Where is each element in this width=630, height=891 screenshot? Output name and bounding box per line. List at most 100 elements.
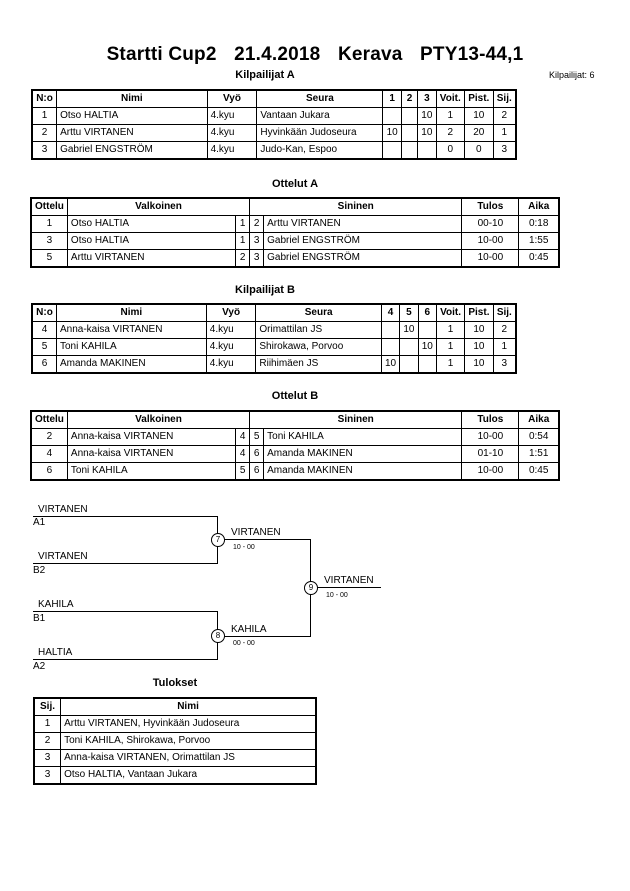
table-cell-club: Judo-Kan, Espoo [256,141,384,160]
table-cell-no: 6 [31,355,57,374]
table-cell-name: Gabriel ENGSTRÖM [56,141,208,160]
column-header: Sij. [492,303,517,322]
match-number-badge: 9 [304,581,318,595]
table-cell-result: 10-00 [461,428,520,446]
table-cell-time: 1:55 [518,232,560,250]
column-header: Nimi [55,303,207,322]
bracket-entrant-pool: B2 [33,565,46,576]
event-place: Kerava [337,44,403,65]
table-cell-s3: 10 [417,124,437,142]
bracket-entrant-name: VIRTANEN [38,551,88,562]
table-cell-club: Riihimäen JS [255,355,382,374]
bracket-line [33,611,218,612]
column-header: Nimi [60,697,317,716]
column-header: Valkoinen [66,197,251,216]
column-header: 6 [417,303,437,322]
results-header: Sij.Nimi [33,697,317,716]
bracket-entrant-pool: A1 [33,517,46,528]
column-header: Voit. [435,89,465,108]
table-cell-name: Otso HALTIA [56,107,208,125]
table-cell-bn: 2 [249,215,265,233]
table-cell-place: 1 [492,124,517,142]
event-name: Startti Cup2 [106,44,217,65]
table-cell-white: Anna-kaisa VIRTANEN [66,428,237,446]
matches-b-title: Ottelut B [271,390,319,402]
column-header: Valkoinen [66,410,251,429]
bracket-line [218,539,311,540]
table-cell-time: 0:18 [518,215,560,233]
table-cell-s3: 10 [417,338,437,356]
table-cell-blue: Gabriel ENGSTRÖM [263,232,463,250]
table-cell-wins: 0 [435,141,465,160]
table-cell-belt: 4.kyu [206,141,258,160]
table-cell-white: Toni KAHILA [66,462,237,481]
participant-count: Kilpailijat: 6 [549,70,595,80]
table-cell-match: 5 [30,249,68,268]
table-cell-blue: Amanda MAKINEN [263,445,463,463]
table-cell-s1 [382,141,402,160]
table-cell-wins: 2 [435,124,465,142]
column-header: Aika [518,410,560,429]
table-cell-white: Anna-kaisa VIRTANEN [66,445,237,463]
match-number-badge: 8 [211,629,225,643]
column-header: Pist. [464,303,494,322]
column-header: Sij. [492,89,517,108]
semifinal-score: 00 - 00 [233,640,255,647]
result-name: Otso HALTIA, Vantaan Jukara [60,766,317,785]
bracket-line [33,563,218,564]
column-header: 1 [382,89,402,108]
table-cell-place: 2 [492,107,517,125]
column-header: Ottelu [30,197,68,216]
bracket-line [33,516,218,517]
table-cell-club: Orimattilan JS [255,321,382,339]
table-cell-white: Otso HALTIA [66,232,237,250]
final-score: 10 - 00 [326,592,348,599]
table-cell-name: Amanda MAKINEN [55,355,207,374]
table-cell-wins: 1 [435,107,465,125]
column-header: Vyö [206,89,258,108]
table-cell-match: 4 [30,445,68,463]
column-header: Voit. [435,303,466,322]
column-header: 3 [417,89,437,108]
table-cell-s1 [382,107,402,125]
table-cell-no: 2 [31,124,58,142]
semifinal-winner: VIRTANEN [231,527,281,538]
bracket-entrant-pool: B1 [33,613,46,624]
table-cell-match: 2 [30,428,68,446]
table-cell-s1: 10 [380,355,401,374]
pool-b-title: Kilpailijat B [235,284,295,296]
table-cell-club: Vantaan Jukara [256,107,384,125]
table-cell-s3 [417,141,437,160]
table-cell-s2 [400,141,419,160]
table-cell-points: 10 [464,355,494,374]
column-header: N:o [31,89,58,108]
column-header: Pist. [463,89,494,108]
table-cell-place: 2 [492,321,517,339]
table-cell-place: 3 [492,141,517,160]
column-header: Tulos [461,197,520,216]
table-cell-points: 10 [464,338,494,356]
table-cell-bn: 6 [249,462,265,481]
match-number-badge: 7 [211,533,225,547]
column-header: Sij. [33,697,62,716]
table-cell-time: 1:51 [518,445,560,463]
table-cell-blue: Amanda MAKINEN [263,462,463,481]
table-cell-belt: 4.kyu [205,355,257,374]
bracket-entrant-name: KAHILA [38,599,74,610]
